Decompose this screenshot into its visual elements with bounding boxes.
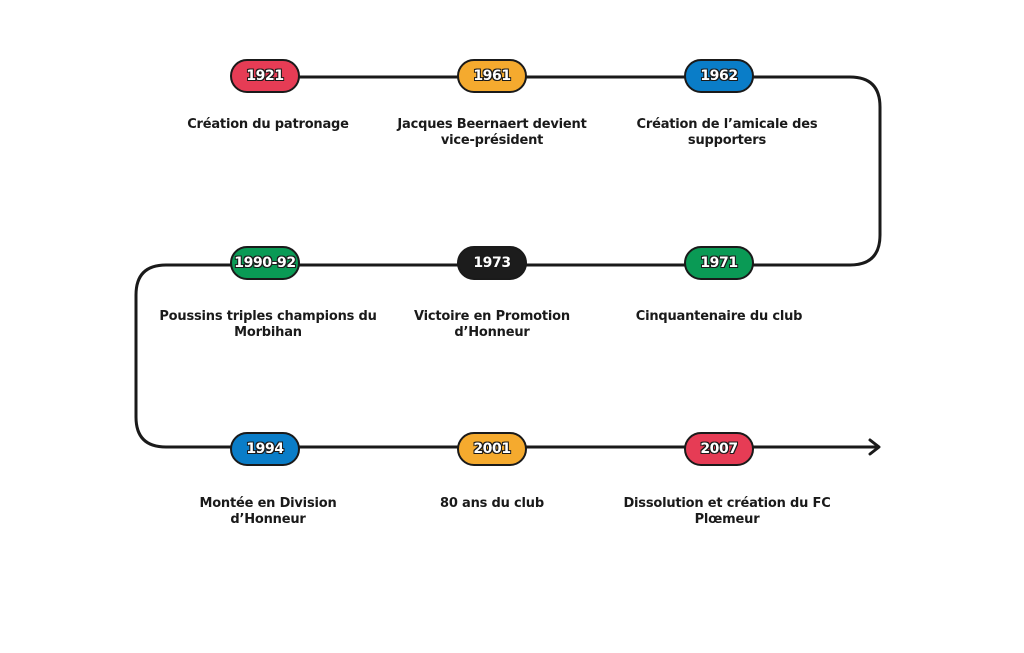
event-label-2001: 80 ans du club — [440, 496, 544, 511]
year-badge-1973: 1973 — [457, 246, 527, 280]
year-badge-1962: 1962 — [684, 59, 754, 93]
year-badge-1990-92: 1990-92 — [230, 246, 300, 280]
event-label-1971: Cinquantenaire du club — [635, 309, 803, 324]
event-label-1961: Jacques Beernaert devient vice-président — [397, 117, 587, 148]
arrow-head-icon — [868, 438, 881, 456]
year-badge-2007: 2007 — [684, 432, 754, 466]
year-badge-1961: 1961 — [457, 59, 527, 93]
event-label-1962: Création de l’amicale des supporters — [636, 117, 818, 148]
year-badge-2001: 2001 — [457, 432, 527, 466]
event-label-1990-92: Poussins triples champions du Morbihan — [159, 309, 377, 340]
year-badge-1994: 1994 — [230, 432, 300, 466]
year-badge-1971: 1971 — [684, 246, 754, 280]
event-label-1921: Création du patronage — [187, 117, 349, 132]
event-label-2007: Dissolution et création du FC Plœmeur — [623, 496, 831, 527]
year-badge-1921: 1921 — [230, 59, 300, 93]
event-label-1994: Montée en Division d’Honneur — [199, 496, 337, 527]
event-label-1973: Victoire en Promotion d’Honneur — [414, 309, 570, 340]
